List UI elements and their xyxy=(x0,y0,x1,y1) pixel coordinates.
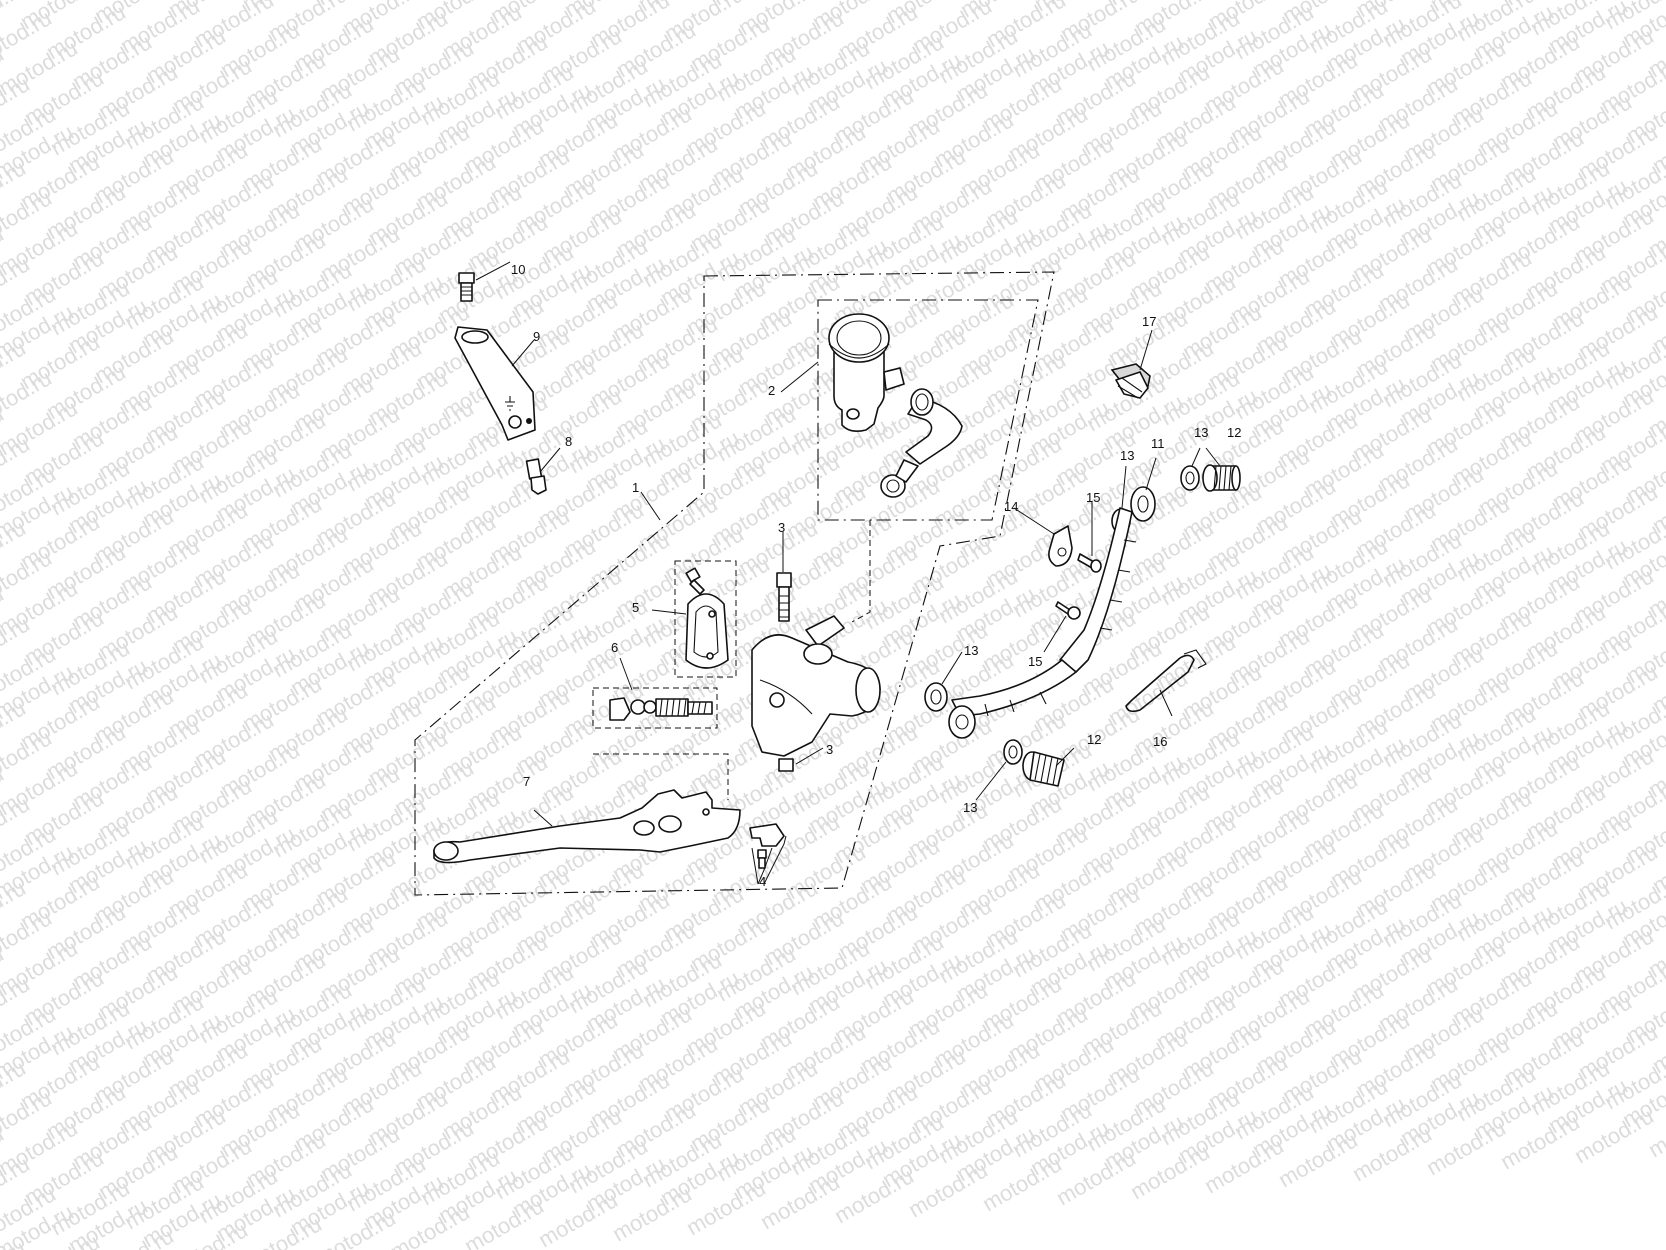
callout-17: 17 xyxy=(1142,314,1156,329)
bolt-part-10 xyxy=(458,272,475,302)
washer-part-13-lower xyxy=(1003,739,1023,765)
master-cylinder-body xyxy=(751,615,881,757)
banjo-bolt-part-12-upper xyxy=(1180,464,1241,492)
callout-13: 13 xyxy=(1194,425,1208,440)
callout-9: 9 xyxy=(533,329,540,344)
callout-13: 13 xyxy=(963,800,977,815)
callout-12: 12 xyxy=(1227,425,1241,440)
callout-15: 15 xyxy=(1086,490,1100,505)
callout-2: 2 xyxy=(768,383,775,398)
callout-4: 4 xyxy=(759,874,766,889)
callout-14: 14 xyxy=(1004,499,1018,514)
callout-8: 8 xyxy=(565,434,572,449)
clip-part-17 xyxy=(1110,363,1151,399)
callout-7: 7 xyxy=(523,774,530,789)
callout-15: 15 xyxy=(1028,654,1042,669)
callout-13: 13 xyxy=(964,643,978,658)
callout-11: 11 xyxy=(1151,436,1165,451)
callout-3: 3 xyxy=(826,742,833,757)
callout-6: 6 xyxy=(611,640,618,655)
callout-3: 3 xyxy=(778,520,785,535)
piston-kit-part-6 xyxy=(609,697,713,721)
callout-16: 16 xyxy=(1153,734,1167,749)
bolt-part-3-top xyxy=(776,572,792,622)
plug-part-3-bottom xyxy=(778,758,794,772)
washer-part-13-mid xyxy=(924,682,948,712)
callout-10: 10 xyxy=(511,262,525,277)
callout-5: 5 xyxy=(632,600,639,615)
callout-13: 13 xyxy=(1120,448,1134,463)
callout-12: 12 xyxy=(1087,732,1101,747)
callout-1: 1 xyxy=(632,480,639,495)
